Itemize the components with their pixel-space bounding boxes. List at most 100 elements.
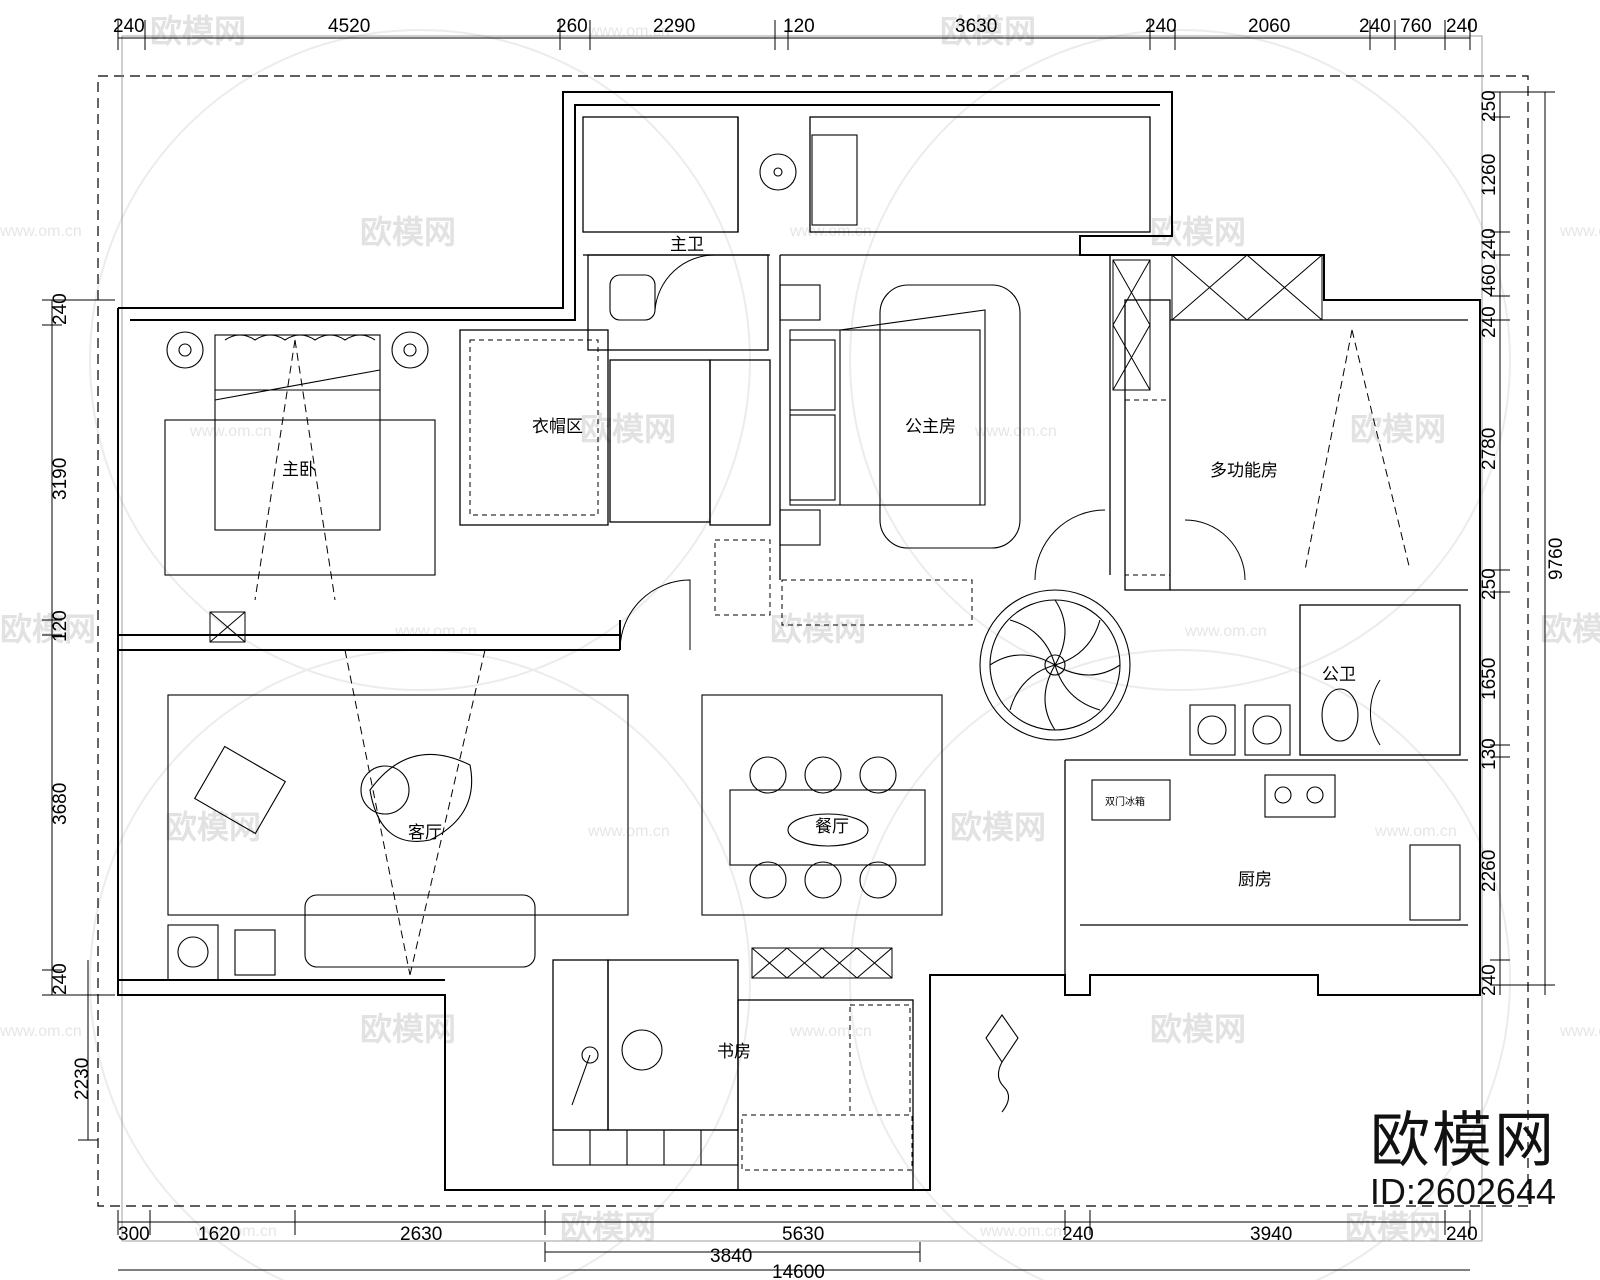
left-dimensions: 240 3190 120 3680 240 2230 <box>50 293 93 1100</box>
decor-kite-icon <box>985 1014 1019 1113</box>
watermark-text: 欧模网 <box>360 213 456 251</box>
dim-bottom: 5630 <box>782 1224 824 1245</box>
sightlines <box>254 329 1411 976</box>
wardrobe-crosses <box>209 254 1323 979</box>
bath-fixtures <box>609 134 1359 742</box>
dim-left: 3190 <box>50 458 71 500</box>
watermark-url: www.om.cn <box>979 1223 1062 1240</box>
right-dimensions: 250 1260 240 460 240 2780 250 1650 130 2… <box>1479 90 1567 996</box>
watermark-text: 欧模网 <box>1150 1010 1246 1048</box>
interior-walls <box>445 116 1468 1191</box>
watermark-url: www.om.cn <box>1559 1023 1600 1040</box>
room-label-master-bath: 主卫 <box>670 235 704 255</box>
drawing-frame <box>97 35 1529 1242</box>
bottom-dimension-line <box>117 1210 1471 1271</box>
dim-top: 760 <box>1400 16 1432 37</box>
watermark-url: www.om.cn <box>1559 223 1600 240</box>
bottom-dimensions: 300 1620 2630 5630 240 3940 240 3840 146… <box>118 1224 1478 1280</box>
watermark-text: 欧模网 <box>1345 1208 1441 1246</box>
room-label-study: 书房 <box>717 1042 751 1062</box>
dim-right: 2780 <box>1479 428 1500 470</box>
dim-top: 260 <box>556 16 588 37</box>
dim-bottom-sub: 3840 <box>710 1246 752 1267</box>
storage-hatching <box>469 339 1171 1171</box>
watermark-url: www.om.cn <box>1374 823 1457 840</box>
dim-left: 240 <box>50 293 71 325</box>
watermark-group: 欧模网 欧模网 欧模网 欧模网 欧模网 欧模网 欧模网 欧模网 欧模网 欧模网 … <box>0 12 1600 1246</box>
dim-left: 2230 <box>72 1058 93 1100</box>
background-arcs <box>89 29 1511 1280</box>
room-label-multi-room: 多功能房 <box>1210 461 1278 481</box>
dim-right: 250 <box>1479 90 1500 122</box>
watermark-text: 欧模网 <box>150 12 246 50</box>
watermark-url: www.om.cn <box>189 423 272 440</box>
dim-top: 240 <box>1446 16 1478 37</box>
watermark-url: www.om.cn <box>194 1223 277 1240</box>
dim-top: 3630 <box>955 16 997 37</box>
right-dimension-line <box>1490 91 1555 995</box>
brand-name: 欧模网 <box>1370 1106 1556 1176</box>
room-labels: 主卫 衣帽区 公主房 主卧 多功能房 公卫 客厅 餐厅 厨房 书房 双门冰箱 <box>282 235 1356 1062</box>
dim-right: 1260 <box>1479 154 1500 196</box>
dim-bottom: 240 <box>1062 1224 1094 1245</box>
watermark-text: 欧模网 <box>950 808 1046 846</box>
watermark-url: www.om.cn <box>0 1023 82 1040</box>
dim-top: 120 <box>783 16 815 37</box>
watermark-text: 欧模网 <box>1540 610 1600 648</box>
door-swings <box>619 254 1381 746</box>
dim-right: 130 <box>1479 738 1500 770</box>
dim-bottom: 3940 <box>1250 1224 1292 1245</box>
room-label-master-bedroom: 主卧 <box>282 460 316 480</box>
dim-top: 2290 <box>653 16 695 37</box>
room-label-public-bath: 公卫 <box>1322 665 1356 685</box>
dim-top: 240 <box>113 16 145 37</box>
room-label-living-room: 客厅 <box>408 823 442 843</box>
watermark-text: 欧模网 <box>165 808 261 846</box>
fridge-label: 双门冰箱 <box>1105 795 1145 808</box>
dim-right: 240 <box>1479 964 1500 996</box>
dim-right: 240 <box>1479 228 1500 260</box>
spiral-stair-icon <box>979 589 1131 741</box>
dim-left: 240 <box>50 963 71 995</box>
watermark-text: 欧模网 <box>1150 213 1246 251</box>
dim-right: 250 <box>1479 568 1500 600</box>
master-bed-icon <box>166 331 429 531</box>
dim-bottom: 2630 <box>400 1224 442 1245</box>
dim-right: 460 <box>1479 264 1500 296</box>
left-dimension-line <box>42 299 115 1141</box>
dim-left: 120 <box>50 610 71 642</box>
dim-top: 240 <box>1359 16 1391 37</box>
dim-total-height: 9760 <box>1546 538 1567 580</box>
dim-total-width: 14600 <box>772 1262 825 1280</box>
watermark-url: www.om.cn <box>789 1023 872 1040</box>
dim-top: 4520 <box>328 16 370 37</box>
sofa-icon <box>193 745 536 968</box>
room-label-dining-room: 餐厅 <box>815 817 849 837</box>
dim-bottom: 1620 <box>198 1224 240 1245</box>
watermark-text: 欧模网 <box>360 1010 456 1048</box>
watermark-text: 欧模网 <box>0 610 96 648</box>
washer-icon <box>167 924 276 981</box>
dining-table-icon <box>729 756 926 899</box>
top-dimension-line <box>117 20 1471 50</box>
dim-bottom: 240 <box>1446 1224 1478 1245</box>
room-label-kitchen: 厨房 <box>1238 870 1272 890</box>
watermark-text: 欧模网 <box>940 12 1036 50</box>
dim-top: 240 <box>1145 16 1177 37</box>
brand-id: ID:2602644 <box>1369 1171 1556 1212</box>
watermark-text: 欧模网 <box>770 610 866 648</box>
dim-top: 2060 <box>1248 16 1290 37</box>
watermark-text: 欧模网 <box>560 1208 656 1246</box>
top-dimensions: 240 4520 260 2290 120 3630 240 2060 240 … <box>113 16 1478 37</box>
room-label-princess-room: 公主房 <box>905 417 956 437</box>
study-furniture <box>552 1029 739 1166</box>
dim-right: 240 <box>1479 306 1500 338</box>
dim-right: 1650 <box>1479 658 1500 700</box>
watermark-url: www.om.cn <box>394 623 477 640</box>
dim-bottom: 300 <box>118 1224 150 1245</box>
room-label-cloakroom: 衣帽区 <box>532 417 583 437</box>
watermark-url: www.om.cn <box>974 423 1057 440</box>
watermark-url: www.om.cn <box>1184 623 1267 640</box>
dim-left: 3680 <box>50 783 71 825</box>
